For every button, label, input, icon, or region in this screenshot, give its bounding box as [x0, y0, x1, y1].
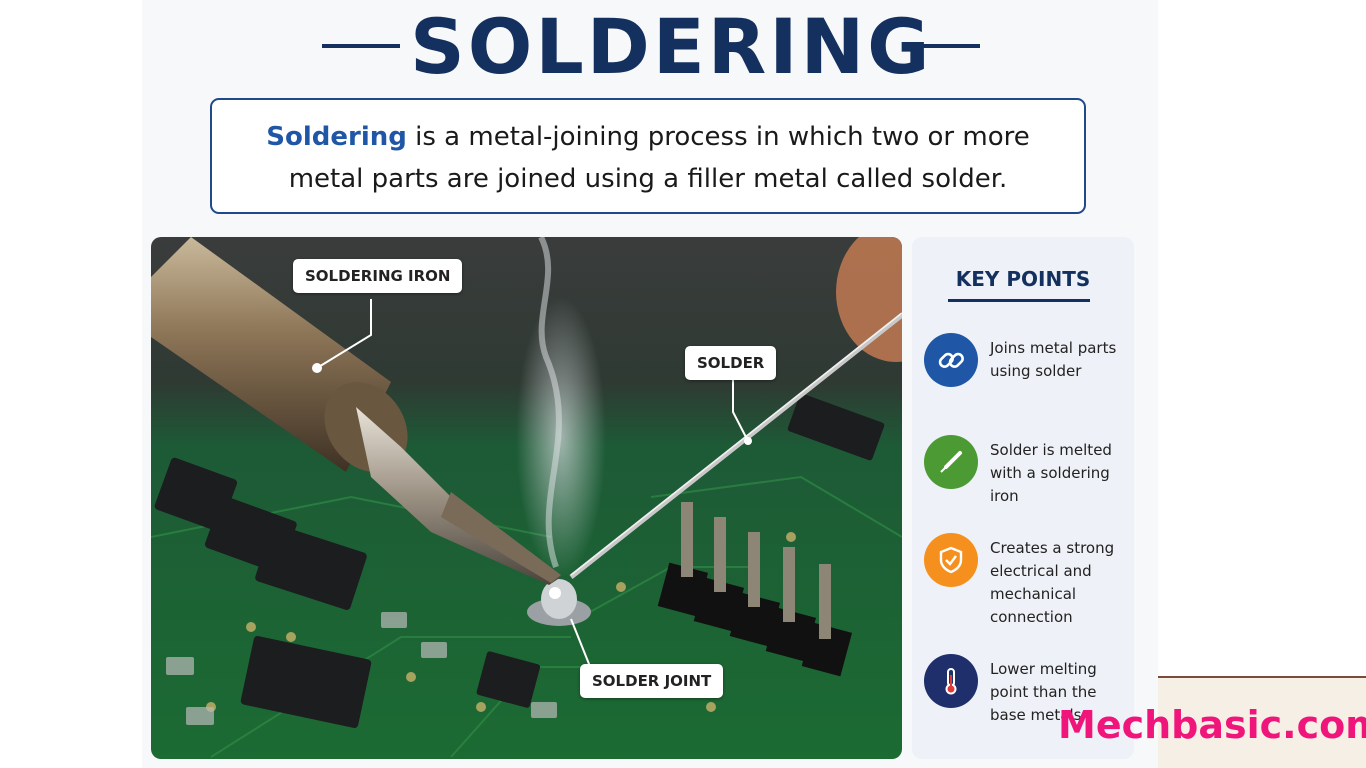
soldering-photo — [151, 237, 902, 759]
title-rule-left — [322, 44, 400, 48]
chip-group — [154, 393, 885, 728]
key-point-text: Lower melting point than the base metals — [990, 660, 1097, 724]
definition-text-1: is a metal-joining process in which two … — [406, 122, 1030, 152]
definition-box: Soldering is a metal-joining process in … — [210, 98, 1086, 214]
soldering-pen-icon — [924, 435, 978, 489]
key-points-panel: KEY POINTS Joins metal parts using solde… — [912, 237, 1134, 759]
callout-solder: SOLDER — [685, 346, 777, 380]
definition-line-1: Soldering is a metal-joining process in … — [212, 116, 1084, 158]
key-points-underline — [948, 299, 1090, 302]
key-point-text: Solder is melted with a soldering iron — [990, 441, 1112, 505]
brand-box — [1158, 676, 1366, 768]
soldering-illustration — [151, 237, 902, 759]
key-point-text: Creates a strong electrical and mechanic… — [990, 539, 1115, 626]
key-point-text: Joins metal parts using solder — [990, 339, 1117, 380]
title-rule-right — [902, 44, 980, 48]
page-title: SOLDERING — [410, 2, 933, 91]
shield-check-icon — [924, 533, 978, 587]
thermometer-icon — [924, 654, 978, 708]
definition-highlight: Soldering — [266, 122, 407, 152]
definition-line-2: metal parts are joined using a filler me… — [288, 164, 1008, 194]
callout-soldering-iron: SOLDERING IRON — [293, 259, 463, 293]
title-row: SOLDERING — [0, 0, 1296, 95]
brand-watermark: Mechbasic.com — [1058, 703, 1366, 747]
callout-solder-joint: SOLDER JOINT — [580, 664, 724, 698]
header-pins — [657, 502, 853, 677]
key-points-title: KEY POINTS — [955, 267, 1091, 291]
link-icon — [924, 333, 978, 387]
